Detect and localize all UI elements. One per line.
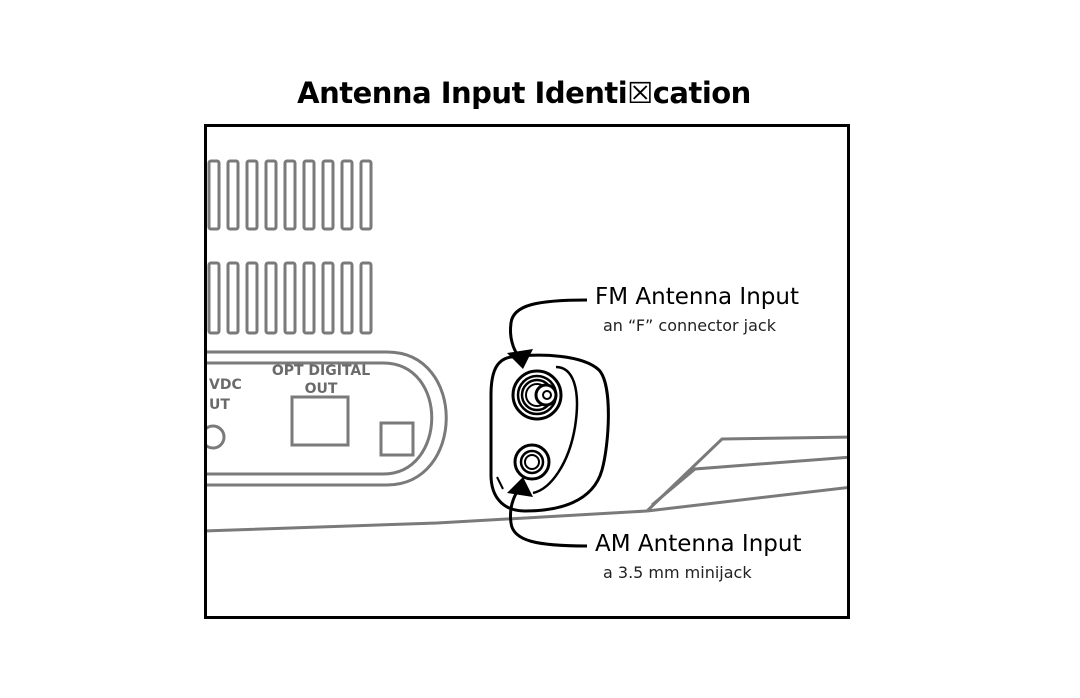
fm-f-connector-jack: [511, 369, 563, 421]
vent-slots-top: [207, 159, 373, 231]
fm-callout-arrow: [507, 298, 588, 369]
am-callout-arrow: [507, 477, 588, 548]
device-base-lines: [207, 435, 847, 533]
vdc-label: VDC: [209, 377, 242, 393]
diagram-frame: OPT DIGITAL OUT VDC UT: [204, 124, 850, 619]
fm-callout-subtitle: an “F” connector jack: [603, 316, 776, 335]
page-title: Antenna Input Identi☒cation: [297, 76, 751, 110]
am-callout-subtitle: a 3.5 mm minijack: [603, 563, 752, 582]
device-illustration: OPT DIGITAL OUT VDC UT: [207, 159, 847, 548]
fm-callout-title: FM Antenna Input: [595, 284, 799, 310]
vdc-out-label: UT: [209, 397, 230, 413]
vent-slots-bottom: [207, 261, 373, 335]
opt-digital-label: OPT DIGITAL: [272, 363, 370, 379]
small-square-port: [379, 421, 415, 457]
opt-digital-out-label: OUT: [305, 381, 338, 397]
dc-out-jack: [207, 424, 226, 450]
am-callout-title: AM Antenna Input: [595, 531, 802, 557]
antenna-module: [489, 353, 610, 513]
connector-panel: [207, 350, 448, 487]
am-minijack: [513, 443, 551, 481]
optical-out-jack: [290, 395, 350, 447]
